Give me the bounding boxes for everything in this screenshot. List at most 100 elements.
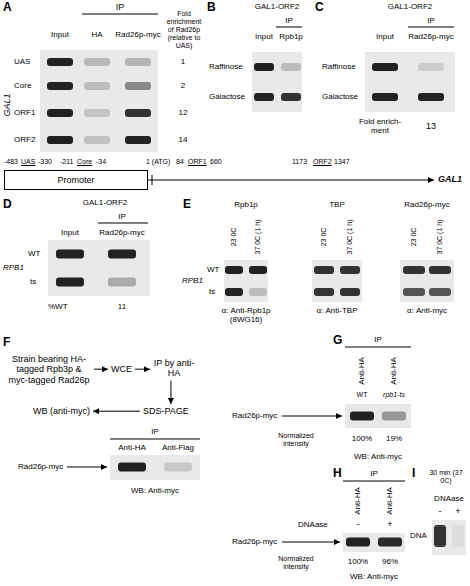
gel-band [429,288,451,296]
figure-label: Normalized intensity [273,555,319,571]
flow-step: WB (anti-myc) [30,404,93,418]
panel-letter: F [3,336,10,350]
gel-band [340,266,360,274]
ip-bracket [98,223,148,224]
step-text: Strain bearing HA-tagged Rpb3p & myc-tag… [7,354,91,385]
figure-label: Rpb1p [279,32,303,41]
figure-label: UAS [21,158,35,166]
figure-label: Raffinose [322,62,356,71]
figure-label: DNAase [434,494,464,503]
figure-label: 37 0C (1 h) [436,219,444,254]
gel-band [84,82,110,90]
gel-band [125,136,151,144]
flow-arrow [135,369,150,370]
gel-band [118,463,146,472]
figure-label: IP [151,427,159,436]
gel-band [225,288,243,296]
figure-label: ts [30,277,36,286]
step-text: IP by anti-HA [153,358,195,379]
gel-band [249,288,267,296]
figure-label: GAL1-ORF2 [255,2,299,11]
gel-band [314,288,334,296]
figure-label: TBP [329,200,345,209]
flow-step: WCE [108,362,135,376]
figure-label: Anti-HA [357,357,366,385]
figure-label: Rpb1p [234,200,258,209]
ip-bracket [82,14,158,15]
figure-label: WT [28,249,40,258]
figure-label: WT [357,391,368,399]
gel-band [84,136,110,144]
figure-label: 19% [386,434,402,443]
figure-label: GAL1-ORF2 [83,198,127,207]
figure-label: Anti-HA [353,487,362,515]
figure-label: ORF2 [14,135,35,144]
figure-label: 2 [181,81,185,90]
figure-label: IP [116,2,125,12]
gel-panel [40,50,158,152]
gel-band [281,93,301,101]
figure-label: -211 [60,158,74,166]
figure-label: Galactose [322,92,358,101]
figure-label: ts [209,287,215,296]
flow-arrow [94,369,108,370]
figure-label: 37 0C (1 h) [254,219,262,254]
figure-label: Rad26p-myc [408,32,453,41]
figure-label: 1 [181,57,185,66]
figure-label: Core [14,81,31,90]
flow-arrow [170,381,171,404]
figure-label: α: Anti-myc [407,306,447,315]
gel-band [108,278,136,287]
gel-band [254,93,274,101]
figure-label: ORF1 [14,108,35,117]
figure-label: WT [207,265,219,274]
figure-label: WB: Anti-myc [350,572,398,581]
step-text: WB (anti-myc) [33,406,90,416]
step-text: Promoter [57,175,94,185]
ip-bracket [110,439,200,440]
gel-band [56,278,84,287]
figure-label: %WT [48,302,68,311]
gel-panel [110,455,200,480]
figure-label: 100% [348,557,368,566]
figure-label: Galactose [209,92,245,101]
gel-band [84,58,110,66]
figure-label: 1 (ATG) [146,158,170,166]
figure-label: Anti-HA [385,487,394,515]
figure-label: α: Anti-Rpb1p (8WG16) [210,306,282,324]
figure-label: Input [61,228,79,237]
figure-label: 37 0C (1 h) [346,219,354,254]
gel-band [47,136,73,144]
gel-band [382,412,406,421]
gel-band [403,266,425,274]
figure-label: ORF1 [188,158,207,166]
gel-band [378,538,402,547]
figure-label: WB: Anti-myc [131,486,179,495]
figure-label: + [455,506,460,516]
gel-panel [312,260,362,302]
figure-label: Fold enrich- ment [354,117,406,135]
figure-label: 96% [382,557,398,566]
gel-band [84,109,110,117]
figure-label: WB: Anti-myc [354,452,402,461]
panel-letter: E [183,198,191,212]
panel-letter: C [315,1,324,15]
figure-label: Anti-Flag [162,443,194,452]
figure-label: Rad26p-myc [232,411,277,420]
ip-bracket [345,347,411,348]
figure-label: Fold enrichment of Rad26p (relative to U… [164,10,204,50]
figure-label: - [439,506,442,516]
gel-band [108,250,136,259]
gel-band [125,82,151,90]
panel-letter: G [333,334,342,348]
gel-band [340,288,360,296]
gel-panel [252,52,302,112]
gel-band [56,250,84,259]
gel-band [47,109,73,117]
gel-panel [345,404,411,428]
step-text: WCE [111,364,132,374]
figure-label: 23 0C [230,228,238,247]
gel-band [403,288,425,296]
figure-label: RPB1 [182,276,203,285]
figure-label: Input [51,30,69,39]
